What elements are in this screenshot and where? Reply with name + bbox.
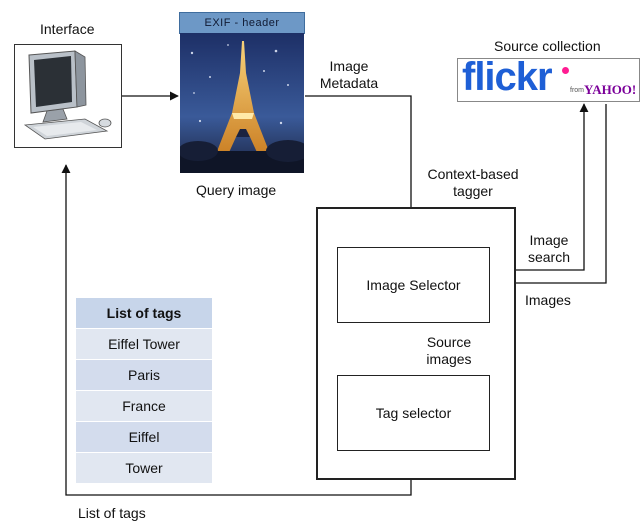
tag-row: Tower xyxy=(76,453,212,484)
image-search-label: Image search xyxy=(527,232,571,265)
eiffel-tower-photo xyxy=(178,33,310,173)
flickr-logo: flickr from YAHOO! xyxy=(457,55,640,102)
image-selector-box: Image Selector xyxy=(337,247,490,323)
source-collection-label: Source collection xyxy=(494,38,601,54)
query-image-label: Query image xyxy=(196,182,277,198)
tag-row: Eiffel xyxy=(76,422,212,453)
list-of-tags-label: List of tags xyxy=(78,505,146,521)
source-images-label: Source images xyxy=(426,334,472,367)
tags-table-header: List of tags xyxy=(76,298,212,329)
tagger-label: Context-based tagger xyxy=(427,166,519,199)
arrow-image-search xyxy=(491,103,589,271)
arrow-metadata-to-selector xyxy=(305,95,416,246)
tag-row: Paris xyxy=(76,360,212,391)
image-metadata-label: Image Metadata xyxy=(319,58,379,91)
arrow-images-return xyxy=(492,104,607,288)
tag-row: Eiffel Tower xyxy=(76,329,212,360)
tag-selector-box: Tag selector xyxy=(337,375,490,451)
tags-table: List of tags Eiffel Tower Paris France E… xyxy=(76,298,212,484)
computer-icon xyxy=(14,44,122,148)
images-label: Images xyxy=(525,292,571,308)
interface-label: Interface xyxy=(40,21,95,37)
exif-header: EXIF - header xyxy=(179,12,305,34)
tag-row: France xyxy=(76,391,212,422)
